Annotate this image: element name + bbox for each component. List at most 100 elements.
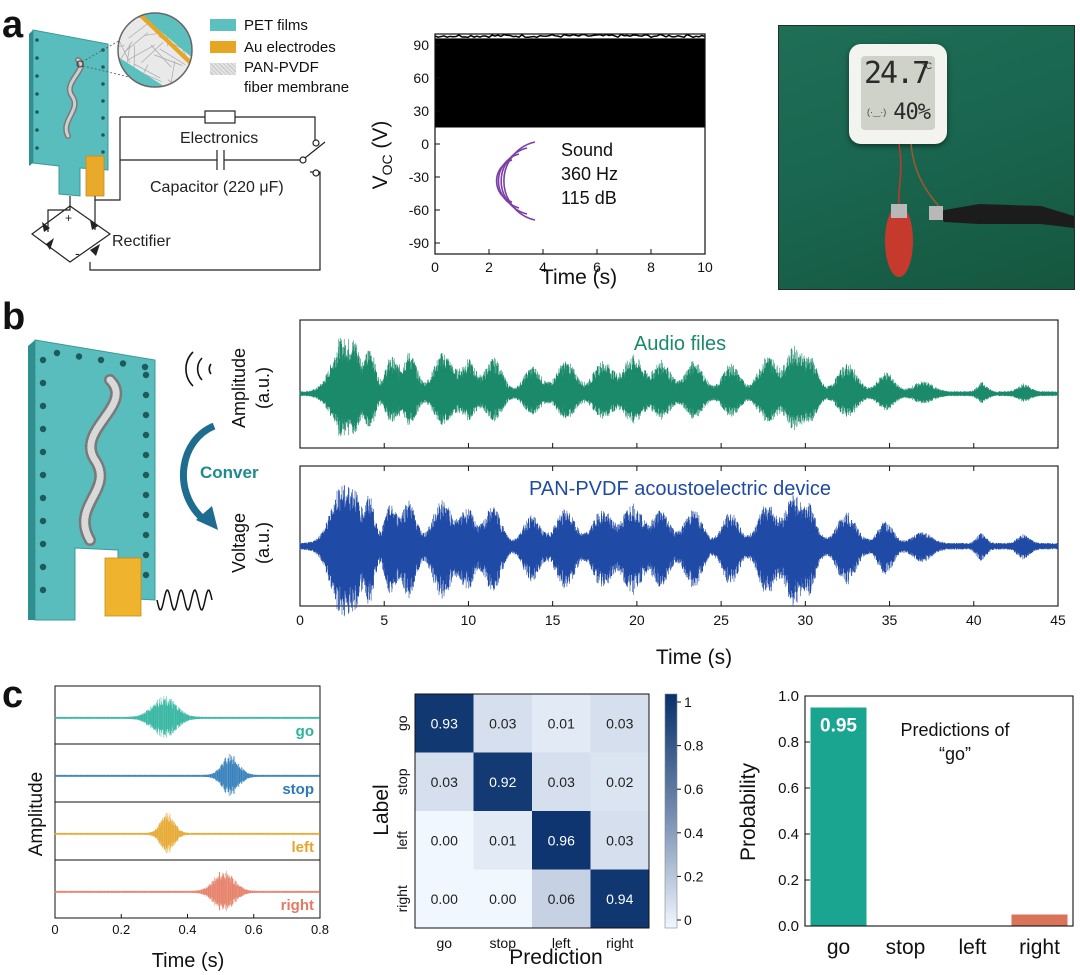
smile-face-icon: (·‿·) bbox=[867, 107, 887, 117]
device-dot bbox=[35, 110, 39, 114]
device-dot bbox=[39, 517, 47, 525]
voc-xtick-label: 4 bbox=[539, 259, 547, 275]
cm-cell bbox=[532, 752, 591, 811]
device-dot bbox=[101, 150, 105, 154]
device-dot bbox=[35, 92, 39, 96]
cm-colorbar-tick-label: 1 bbox=[684, 694, 692, 710]
thermometer-photo: 24.7 °C (·‿·) 40% bbox=[778, 25, 1075, 290]
cm-colorbar-tick-label: 0.8 bbox=[684, 738, 704, 754]
fiber-line bbox=[159, 48, 186, 66]
b-xtick-label: 5 bbox=[380, 612, 388, 628]
voc-band-edge bbox=[434, 33, 706, 39]
voltage-ylabel-2: (a.u.) bbox=[253, 522, 273, 564]
cm-cell-label: 0.02 bbox=[606, 774, 633, 790]
fiber-line bbox=[118, 45, 125, 51]
clip-wires bbox=[885, 143, 1074, 277]
cm-cell-label: 0.03 bbox=[489, 715, 516, 731]
device-dot bbox=[142, 411, 150, 419]
cm-cell bbox=[532, 811, 591, 870]
b-xtick-label: 20 bbox=[629, 612, 645, 628]
word-series-stop bbox=[54, 753, 320, 796]
words-ylabel: Amplitude bbox=[26, 772, 47, 857]
cm-ytick-label: right bbox=[394, 885, 410, 912]
prob-ytick-label: 1.0 bbox=[778, 688, 799, 705]
voc-ylabel: VOC (V) bbox=[369, 121, 395, 190]
device-dot bbox=[39, 402, 47, 410]
cm-xtick-label: right bbox=[606, 935, 633, 951]
cm-colorbar-tick-label: 0 bbox=[684, 912, 692, 928]
cm-ytick-label: go bbox=[394, 715, 410, 731]
fiber-line bbox=[128, 44, 155, 60]
prob-ytick-label: 0.2 bbox=[778, 872, 799, 889]
b-xtick-label: 25 bbox=[713, 612, 729, 628]
device-dot bbox=[101, 116, 105, 120]
prob-ytick-label: 0.8 bbox=[778, 734, 799, 751]
device-dot bbox=[101, 133, 105, 137]
device-dot bbox=[39, 586, 47, 594]
panel-label-b: b bbox=[2, 296, 26, 338]
cm-cell bbox=[415, 869, 474, 928]
cm-cell bbox=[415, 811, 474, 870]
b-xtick-label: 30 bbox=[798, 612, 814, 628]
minus-sign: - bbox=[75, 245, 80, 261]
prob-xtick-label: left bbox=[958, 936, 986, 959]
legend-label-line2: fiber membrane bbox=[244, 79, 350, 96]
cm-colorbar-tick-label: 0.6 bbox=[684, 781, 704, 797]
cm-cell-label: 0.03 bbox=[606, 715, 633, 731]
word-label-left: left bbox=[292, 839, 315, 856]
prob-frame bbox=[804, 695, 1074, 927]
device-dot bbox=[39, 425, 47, 433]
voc-xtick-label: 6 bbox=[593, 259, 601, 275]
fiber-line bbox=[141, 41, 164, 64]
cm-xtick-label: go bbox=[436, 935, 452, 951]
voc-annotation-2: 360 Hz bbox=[561, 164, 618, 184]
prob-bar-right bbox=[1011, 914, 1068, 926]
temperature-unit: °C bbox=[921, 61, 932, 71]
legend-swatch bbox=[210, 41, 236, 53]
device-dot bbox=[39, 379, 47, 387]
device-dot bbox=[142, 471, 150, 479]
fiber-line bbox=[124, 32, 149, 53]
humidity-readout: 40% bbox=[893, 100, 931, 125]
device-dot bbox=[142, 371, 150, 379]
words-xtick-label: 0.8 bbox=[311, 922, 329, 937]
fiber-line bbox=[133, 63, 161, 79]
device-dot bbox=[142, 551, 150, 559]
cm-cell-label: 0.03 bbox=[606, 832, 633, 848]
words-xtick-label: 0.2 bbox=[112, 922, 130, 937]
sound-arcs-icon bbox=[495, 141, 536, 221]
cm-cell-label: 0.00 bbox=[431, 891, 458, 907]
device-dot bbox=[39, 471, 47, 479]
cm-cell-label: 0.92 bbox=[489, 774, 516, 790]
legend-swatch bbox=[210, 63, 236, 75]
device-dot bbox=[35, 38, 39, 42]
sound-wave-icon bbox=[185, 351, 212, 387]
cm-cell-label: 0.00 bbox=[431, 832, 458, 848]
voc-ytick-label: 0 bbox=[421, 136, 429, 152]
cm-cell bbox=[473, 811, 532, 870]
prob-ytick-label: 0.0 bbox=[778, 918, 799, 935]
voc-ytick-label: -30 bbox=[409, 169, 429, 185]
cm-ylabel: Label bbox=[370, 784, 393, 835]
device-dot bbox=[142, 391, 150, 399]
voltage-ylabel-1: Voltage bbox=[229, 513, 249, 573]
word-label-go: go bbox=[296, 723, 314, 740]
word-series-left bbox=[54, 812, 320, 854]
legend-item-pet: PET films bbox=[210, 14, 349, 36]
cm-cell-label: 0.00 bbox=[489, 891, 516, 907]
fiber-line bbox=[181, 23, 192, 28]
cm-cell-label: 0.94 bbox=[606, 891, 633, 907]
b-xtick-label: 15 bbox=[545, 612, 561, 628]
panel-label-c: c bbox=[2, 674, 24, 716]
voltage-series-line bbox=[299, 484, 1058, 617]
device-illustration-b bbox=[28, 339, 213, 621]
prob-ytick-label: 0.6 bbox=[778, 780, 799, 797]
cm-xtick-label: stop bbox=[490, 935, 517, 951]
plus-sign: + bbox=[65, 211, 72, 225]
cm-cell bbox=[473, 694, 532, 753]
audio-ylabel-1: Amplitude bbox=[229, 348, 249, 428]
